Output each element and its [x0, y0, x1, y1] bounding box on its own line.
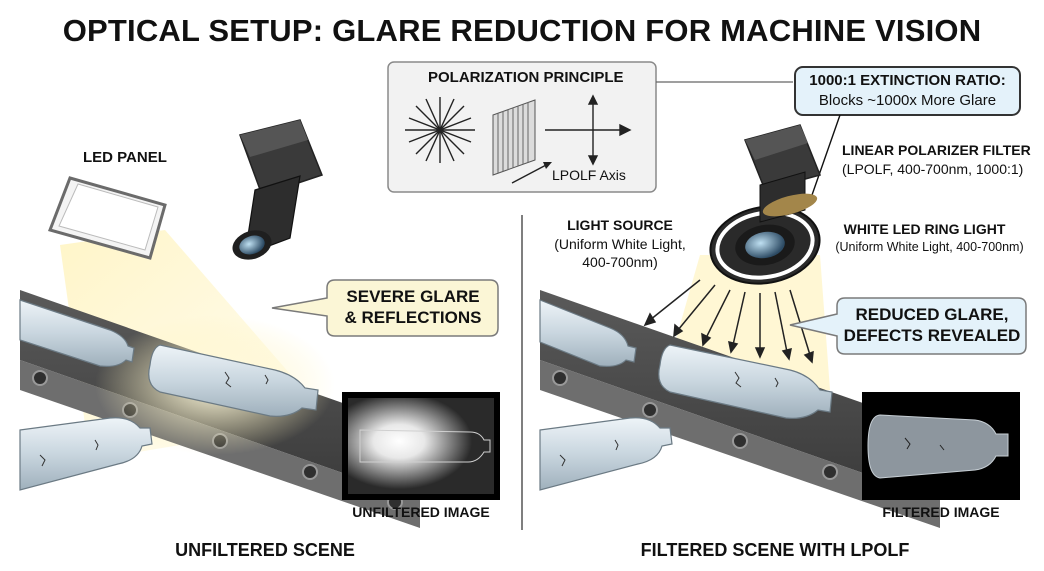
light-source-spec-1: (Uniform White Light, — [554, 236, 686, 252]
bottle-right-2 — [658, 344, 833, 419]
severe-glare-callout: SEVERE GLARE & REFLECTIONS — [330, 286, 496, 328]
lpolf-axis-label: LPOLF Axis — [552, 167, 626, 183]
extinction-pointer — [811, 114, 841, 196]
page-title: OPTICAL SETUP: GLARE REDUCTION FOR MACHI… — [62, 13, 982, 48]
reduced-glare-callout-shape — [789, 297, 1027, 355]
extinction-subtitle: Blocks ~1000x More Glare — [818, 92, 997, 109]
polarizer-grating — [492, 99, 536, 176]
bottle-right-3 — [539, 417, 673, 491]
axis-arrow — [511, 163, 549, 184]
light-source-spec-2: 400-700nm) — [582, 254, 658, 270]
ring-light-label: WHITE LED RING LIGHT — [843, 221, 1006, 237]
polarization-heading: POLARIZATION PRINCIPLE — [428, 69, 624, 86]
severe-glare-line1: SEVERE GLARE — [346, 287, 480, 306]
unfiltered-scene-label: UNFILTERED SCENE — [175, 540, 355, 560]
unfiltered-image-inset — [342, 392, 500, 500]
bottle-left-1 — [19, 299, 135, 367]
filter-spec: (LPOLF, 400-700nm, 1000:1) — [842, 161, 1024, 177]
reduced-glare-line1: REDUCED GLARE, — [855, 305, 1009, 324]
filtered-scene-label: FILTERED SCENE WITH LPOLF — [640, 540, 910, 560]
unpolarized-light-icon — [405, 97, 475, 163]
light-rays — [643, 279, 814, 364]
filtered-image-inset — [862, 392, 1020, 500]
filter-label: LINEAR POLARIZER FILTER — [842, 142, 1031, 158]
bottle-left-3 — [19, 417, 153, 491]
camera-left — [232, 119, 323, 260]
bottle-left-2 — [148, 344, 319, 417]
light-source-label: LIGHT SOURCE — [567, 217, 673, 233]
bottle-right-1 — [539, 299, 637, 367]
led-ring-light — [709, 205, 821, 285]
camera-right — [743, 124, 822, 223]
severe-glare-callout-shape — [271, 279, 499, 337]
extinction-title: 1000:1 EXTINCTION RATIO: — [809, 72, 1006, 89]
severe-glare-line2: & REFLECTIONS — [344, 308, 482, 327]
led-panel — [48, 176, 167, 260]
polarization-box — [387, 61, 793, 193]
ring-light-spec: (Uniform White Light, 400-700nm) — [835, 240, 1024, 254]
left-scene — [19, 119, 500, 528]
right-scene — [539, 66, 1027, 528]
extinction-callout-shape — [794, 66, 1021, 116]
polarized-light-icon — [545, 94, 632, 166]
reduced-glare-callout: REDUCED GLARE, DEFECTS REVEALED — [840, 304, 1024, 346]
axis-arrowhead — [543, 162, 552, 169]
unfiltered-image-caption: UNFILTERED IMAGE — [352, 504, 490, 520]
conveyor-rollers-right — [552, 370, 838, 480]
reduced-glare-line2: DEFECTS REVEALED — [843, 326, 1021, 345]
led-panel-label: LED PANEL — [83, 149, 167, 166]
filtered-image-caption: FILTERED IMAGE — [882, 504, 1000, 520]
